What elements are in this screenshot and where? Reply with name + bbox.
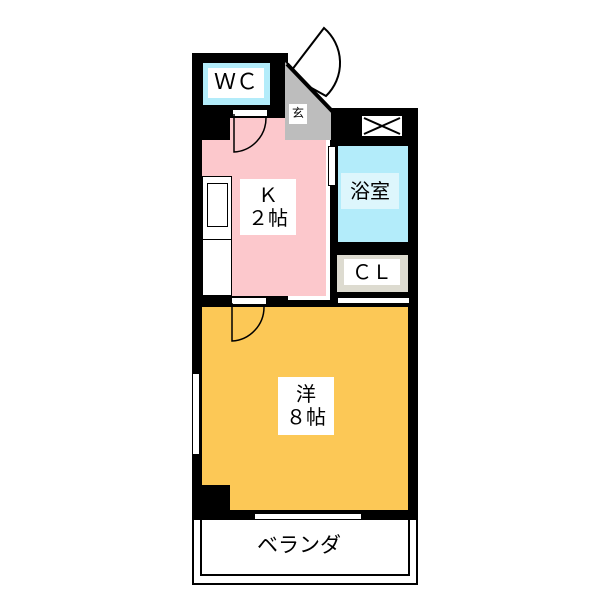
kitchen-label: Ｋ ２帖 [240, 179, 296, 235]
balcony-inner [200, 520, 410, 576]
wc-door-opening [232, 109, 268, 117]
western-label: 洋 ８帖 [278, 377, 334, 435]
balcony-label: ベランダ [257, 532, 341, 557]
wc-door-swing-icon [233, 114, 267, 153]
closet-door [337, 297, 410, 304]
room-door-opening [231, 297, 267, 305]
balcony-sliding-door [254, 513, 362, 520]
kitchen-counter-divider [202, 239, 232, 240]
genkan-label: 玄 [289, 104, 307, 124]
wc-label: ＷＣ [208, 68, 264, 98]
kitchen-sink-icon [207, 183, 228, 227]
pillar [195, 485, 230, 515]
bath-label: 浴室 [341, 173, 399, 209]
room-genkan [285, 62, 335, 140]
bath-door [328, 146, 336, 186]
ventilation-icon [362, 116, 402, 136]
kitchen-fill-upper [230, 118, 285, 142]
side-window [192, 373, 200, 455]
room-door-swing-icon [231, 303, 265, 342]
closet-label: ＣＬ [344, 259, 400, 285]
